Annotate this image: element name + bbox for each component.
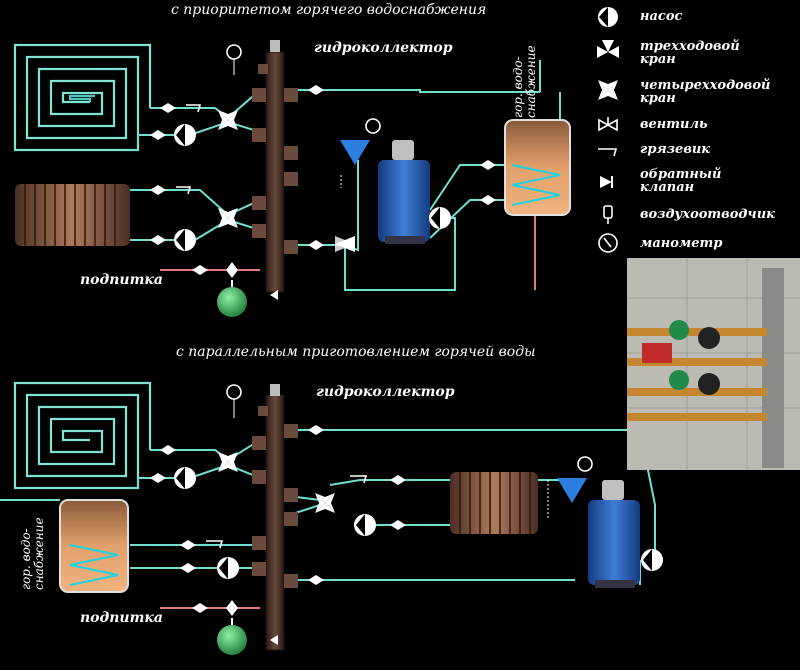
- pipes: [130, 60, 561, 291]
- legend-label-check: обратный клапан: [640, 167, 722, 195]
- manometer: [226, 44, 242, 75]
- strainer: [206, 540, 224, 549]
- dhw-tank: [59, 499, 129, 593]
- strainer: [176, 186, 192, 195]
- hydro-collector: [252, 384, 298, 651]
- top-collector-label: гидроколлектор: [314, 40, 453, 56]
- boiler: [588, 480, 640, 588]
- pump: [174, 229, 196, 251]
- four-way-valve-icon: [598, 80, 618, 100]
- dhw-tank: [504, 119, 571, 216]
- boiler: [378, 140, 430, 244]
- three-way-valve: [335, 236, 355, 252]
- separator-funnel: [340, 118, 381, 188]
- collector-photo: [627, 258, 800, 470]
- legend-icons: [597, 7, 619, 253]
- bottom-scheme-title: с параллельным приготовлением горячей во…: [176, 344, 536, 360]
- four-way-valve: [218, 208, 238, 228]
- top-dhw-label: гор. водо- снабжение: [511, 45, 538, 118]
- pump: [429, 207, 451, 229]
- manometer-icon: [598, 233, 618, 253]
- pump-icon: [598, 7, 618, 27]
- legend-label-strainer: грязевик: [640, 142, 711, 157]
- expansion-vessel: [217, 618, 247, 655]
- top-scheme: [13, 40, 571, 317]
- radiator: [15, 184, 130, 246]
- manometer: [226, 384, 242, 418]
- strainer: [350, 475, 368, 484]
- four-way-valve: [218, 110, 238, 130]
- bottom-dhw-label: гор. водо- снабжение: [19, 517, 46, 590]
- legend-label-pump: насос: [640, 9, 683, 24]
- three-way-valve-icon: [597, 40, 619, 58]
- pump: [174, 467, 196, 489]
- floor-heating-coil: [13, 381, 152, 490]
- four-way-valve: [315, 493, 335, 513]
- bottom-scheme: [0, 381, 663, 655]
- bottom-collector-label: гидроколлектор: [316, 384, 455, 400]
- hydro-collector: [252, 40, 298, 293]
- bottom-makeup-label: подпитка: [80, 610, 163, 626]
- four-way-valve: [218, 452, 238, 472]
- legend-label-manometer: манометр: [640, 236, 723, 251]
- check-valve-icon: [600, 176, 613, 188]
- expansion-vessel: [217, 280, 247, 317]
- legend-label-air-vent: воздухоотводчик: [640, 207, 775, 222]
- floor-heating-coil: [13, 43, 152, 152]
- air-vent-icon: [603, 205, 613, 224]
- strainer-icon: [598, 148, 618, 157]
- pump: [174, 124, 196, 146]
- top-makeup-label: подпитка: [80, 272, 163, 288]
- separator-funnel: [547, 456, 593, 520]
- pump: [641, 549, 663, 571]
- legend-label-three-way: трехходовой кран: [640, 39, 740, 67]
- strainer: [186, 104, 202, 113]
- legend-label-four-way: четырехходовой кран: [640, 78, 771, 106]
- legend-label-shutoff: вентиль: [640, 117, 708, 132]
- pump: [354, 514, 376, 536]
- shutoff-valve: [150, 425, 406, 645]
- shutoff-valve: [150, 85, 496, 300]
- radiator: [450, 472, 538, 534]
- shutoff-valve-icon: [598, 117, 618, 132]
- top-scheme-title: с приоритетом горячего водоснабжения: [171, 2, 487, 18]
- pump: [217, 557, 239, 579]
